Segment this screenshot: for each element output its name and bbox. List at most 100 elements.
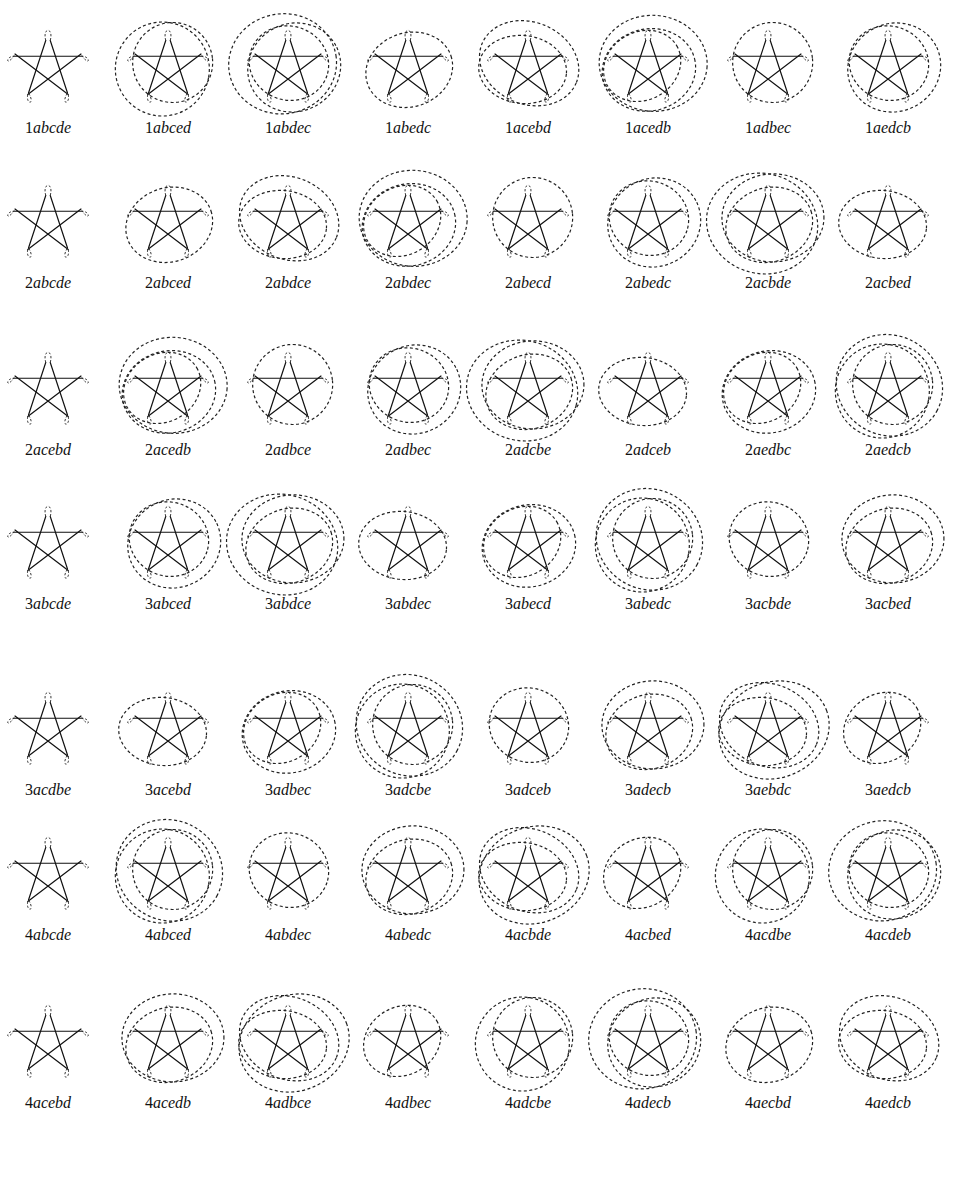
- figure-label: 4acdbe: [745, 925, 791, 945]
- pentagram-strands: [848, 1005, 929, 1077]
- pentagram-strands: [248, 692, 329, 764]
- knot-figure: [8, 1005, 89, 1077]
- figure-label: 4aecbd: [745, 1093, 791, 1113]
- figure-label: 3acbed: [865, 594, 911, 614]
- dashed-arc: [849, 341, 937, 429]
- pentagram-strands: [488, 30, 569, 102]
- figure-label: 3adbec: [265, 780, 311, 800]
- dashed-arc: [249, 341, 337, 429]
- knot-figure: [695, 161, 829, 287]
- dashed-arc: [98, 801, 240, 939]
- dashed-arc: [121, 993, 225, 1083]
- figure-label: 3acdbe: [25, 780, 71, 800]
- dashed-arc: [129, 826, 217, 914]
- dashed-arc: [116, 996, 223, 1094]
- pentagram-strands: [728, 837, 809, 909]
- figure-label: 4adbce: [265, 1093, 311, 1113]
- dashed-arc: [475, 31, 570, 108]
- knot-figure: [8, 837, 89, 909]
- figure-label: 1abcde: [25, 118, 71, 138]
- dashed-arc: [593, 983, 716, 1103]
- knot-figure: [353, 330, 476, 450]
- figure-label: 3aebdc: [745, 780, 791, 800]
- dashed-arc: [578, 470, 720, 608]
- pentagram-strands: [848, 185, 929, 257]
- dashed-arc: [596, 12, 709, 114]
- pentagram-strands: [488, 837, 569, 909]
- pentagram-strands: [8, 837, 89, 909]
- dashed-arc: [356, 167, 469, 269]
- dashed-arc: [729, 19, 817, 107]
- dashed-arc: [609, 495, 697, 583]
- dashed-arc: [466, 6, 592, 121]
- figure-label: 4abced: [145, 925, 191, 945]
- figure-label: 2acbed: [865, 273, 911, 293]
- figure-label: 2aedcb: [865, 440, 911, 460]
- knot-figure: [595, 352, 690, 429]
- knot-figure: [8, 185, 89, 257]
- dashed-arc: [705, 665, 844, 794]
- pentagram-strands: [488, 185, 569, 257]
- knot-figure: [707, 821, 817, 931]
- pentagram-strands: [8, 1005, 89, 1077]
- dashed-arc: [833, 8, 956, 128]
- pentagram-strands: [128, 30, 209, 102]
- dashed-arc: [361, 825, 465, 915]
- pentagram-strands: [128, 185, 209, 257]
- dashed-arc: [729, 826, 817, 914]
- pentagram-strands: [608, 837, 689, 909]
- dashed-arc: [716, 996, 823, 1094]
- figure-label: 2adcbe: [505, 440, 551, 460]
- figure-label: 2acedb: [145, 440, 191, 460]
- dashed-arc: [355, 507, 450, 584]
- figure-label: 4acdeb: [865, 925, 911, 945]
- figure-label: 4adbec: [385, 1093, 431, 1113]
- pentagram-strands: [128, 1005, 209, 1077]
- figure-label: 1abedc: [385, 118, 431, 138]
- knot-figure: [836, 494, 945, 595]
- dashed-arc: [338, 656, 480, 794]
- knot-figure: [488, 174, 577, 262]
- knot-figure: [593, 163, 716, 283]
- figure-label: 3abced: [145, 594, 191, 614]
- dashed-arc: [591, 823, 694, 922]
- pentagram-strands: [8, 352, 89, 424]
- dashed-arc: [714, 341, 824, 442]
- knot-figure: [248, 341, 337, 429]
- figure-label: 4adcbe: [505, 1093, 551, 1113]
- dashed-arc: [356, 21, 463, 119]
- dashed-arc: [476, 343, 583, 441]
- pentagram-strands: [248, 185, 329, 257]
- knot-figure: [111, 334, 230, 442]
- dashed-arc: [113, 484, 236, 604]
- dashed-arc: [595, 353, 690, 430]
- dashed-arc: [107, 14, 217, 124]
- figure-label: 3abdce: [265, 594, 311, 614]
- dashed-arc: [831, 678, 934, 777]
- knot-figure: [716, 996, 823, 1094]
- pentagram-strands: [8, 506, 89, 578]
- dashed-arc: [827, 336, 937, 446]
- pentagram-strands: [488, 1005, 569, 1077]
- figure-label: 1adbec: [745, 118, 791, 138]
- pentagram-strands: [368, 1005, 449, 1077]
- figure-label: 4acbde: [505, 925, 551, 945]
- figure-label: 4abedc: [385, 925, 431, 945]
- dashed-arc: [601, 680, 705, 770]
- pentagram-strands: [128, 692, 209, 764]
- pentagram-strands: [848, 692, 929, 764]
- knot-figure: [831, 678, 934, 777]
- pentagram-strands: [368, 692, 449, 764]
- pentagram-strands: [128, 352, 209, 424]
- figure-label: 4abdec: [265, 925, 311, 945]
- dashed-arc: [479, 678, 578, 773]
- dashed-arc: [226, 981, 352, 1096]
- knot-figure: [582, 981, 716, 1102]
- knot-figure: [356, 825, 465, 926]
- dashed-arc: [593, 163, 716, 283]
- dashed-arc: [215, 482, 349, 608]
- figure-label: 2adceb: [625, 440, 671, 460]
- dashed-arc: [719, 492, 818, 587]
- dashed-arc: [356, 828, 463, 926]
- knot-figure: [116, 993, 225, 1094]
